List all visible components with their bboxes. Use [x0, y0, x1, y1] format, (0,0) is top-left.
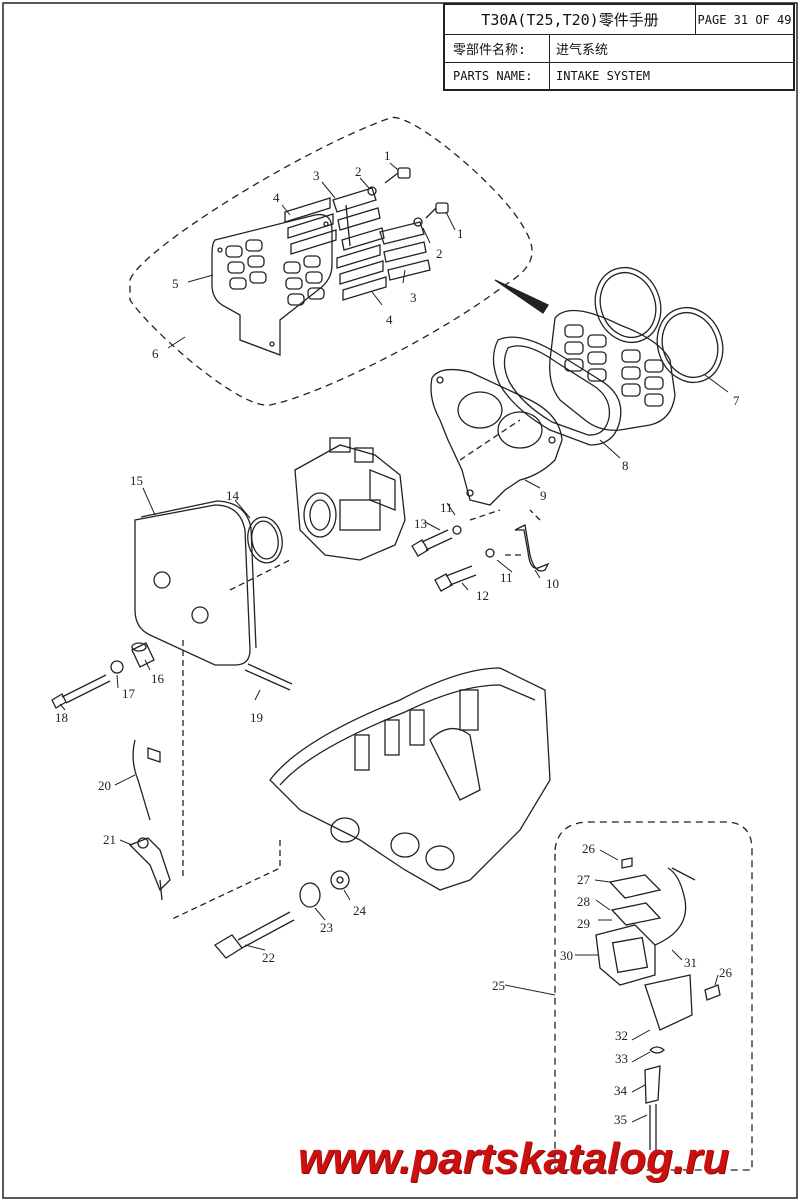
reed-plate-left [211, 213, 333, 356]
title-block: T30A(T25,T20)零件手册 PAGE 31 OF 49 零部件名称: 进… [443, 3, 795, 91]
reed-plate-right [549, 309, 676, 431]
callout-label: 4 [386, 312, 393, 327]
choke-solenoid [595, 857, 721, 1150]
choke-solenoid-group-outline [554, 821, 753, 1171]
callout-label: 34 [614, 1083, 628, 1098]
callout-label: 30 [560, 948, 573, 963]
callout-label: 29 [577, 916, 590, 931]
callout-label: 21 [103, 832, 116, 847]
callout-label: 15 [130, 473, 143, 488]
callout-label: 19 [250, 710, 263, 725]
callout-label: 28 [577, 894, 590, 909]
gasket-manifold [492, 336, 622, 446]
callout-label: 2 [355, 164, 362, 179]
callout-label: 26 [719, 965, 733, 980]
callout-label: 8 [622, 458, 629, 473]
callout-label: 6 [152, 346, 159, 361]
bolt-13 [411, 525, 462, 557]
callout-label: 23 [320, 920, 333, 935]
callout-label: 3 [313, 168, 320, 183]
choke-knob [214, 911, 295, 959]
callout-label: 33 [615, 1051, 628, 1066]
callout-label: 7 [733, 393, 740, 408]
title-row: T30A(T25,T20)零件手册 PAGE 31 OF 49 [445, 5, 793, 35]
callout-label: 32 [615, 1028, 628, 1043]
assembly-arrow [494, 279, 549, 314]
callout-label: 10 [546, 576, 559, 591]
callout-label: 24 [353, 903, 367, 918]
callout-label: 11 [500, 570, 513, 585]
callout-label: 20 [98, 778, 111, 793]
alignment-lines [169, 419, 541, 921]
page-number: PAGE 31 OF 49 [695, 5, 793, 34]
leader-lines [59, 162, 729, 1123]
cn-name-row: 零部件名称: 进气系统 [445, 35, 793, 63]
callout-label: 12 [476, 588, 489, 603]
callout-label: 2 [436, 246, 443, 261]
bracket [514, 524, 550, 572]
dowel-pin [244, 663, 293, 691]
choke-link-rod [132, 739, 161, 821]
cn-name-label: 零部件名称: [453, 43, 526, 58]
lower-cowling [269, 667, 551, 891]
intake-manifold [430, 368, 563, 506]
long-bolt [51, 674, 111, 709]
reed-petals-upper [284, 197, 337, 255]
callout-label: 4 [273, 190, 280, 205]
en-name-label: PARTS NAME: [453, 69, 533, 83]
callout-label: 16 [151, 671, 165, 686]
carburetor [294, 437, 406, 561]
callout-label: 9 [540, 488, 547, 503]
callout-labels: 1 2 3 4 5 6 1 2 3 4 7 8 9 11 13 10 11 12… [55, 148, 740, 1127]
reed-stop-upper [332, 187, 385, 251]
collar [131, 642, 155, 668]
washer [110, 660, 124, 674]
choke-lever [128, 837, 171, 901]
callout-label: 13 [414, 516, 427, 531]
en-name-value: INTAKE SYSTEM [549, 63, 793, 89]
callout-label: 25 [492, 978, 505, 993]
reed-petals-lower [336, 244, 387, 301]
bolt-12 [434, 548, 495, 592]
callout-label: 3 [410, 290, 417, 305]
screw-lower [413, 202, 449, 227]
reed-stop-lower [379, 221, 431, 281]
callout-label: 17 [122, 686, 136, 701]
o-ring [247, 516, 283, 564]
flat-washer [330, 870, 350, 890]
model-title: T30A(T25,T20)零件手册 [481, 11, 659, 29]
callout-label: 35 [614, 1112, 627, 1127]
grommet [299, 882, 321, 908]
gasket-reed [594, 267, 724, 383]
reed-group-outline [129, 116, 533, 406]
site-watermark: www.partskatalog.ru [298, 1134, 730, 1183]
callout-label: 27 [577, 872, 591, 887]
callout-label: 31 [684, 955, 697, 970]
callout-label: 11 [440, 500, 453, 515]
callout-label: 1 [457, 226, 464, 241]
callout-label: 26 [582, 841, 596, 856]
silencer-cover [134, 500, 257, 666]
callout-label: 18 [55, 710, 68, 725]
cn-name-value: 进气系统 [549, 35, 793, 62]
callout-label: 1 [384, 148, 391, 163]
callout-label: 22 [262, 950, 275, 965]
en-name-row: PARTS NAME: INTAKE SYSTEM [445, 63, 793, 89]
screw-upper [367, 167, 411, 196]
callout-label: 14 [226, 488, 240, 503]
callout-label: 5 [172, 276, 179, 291]
